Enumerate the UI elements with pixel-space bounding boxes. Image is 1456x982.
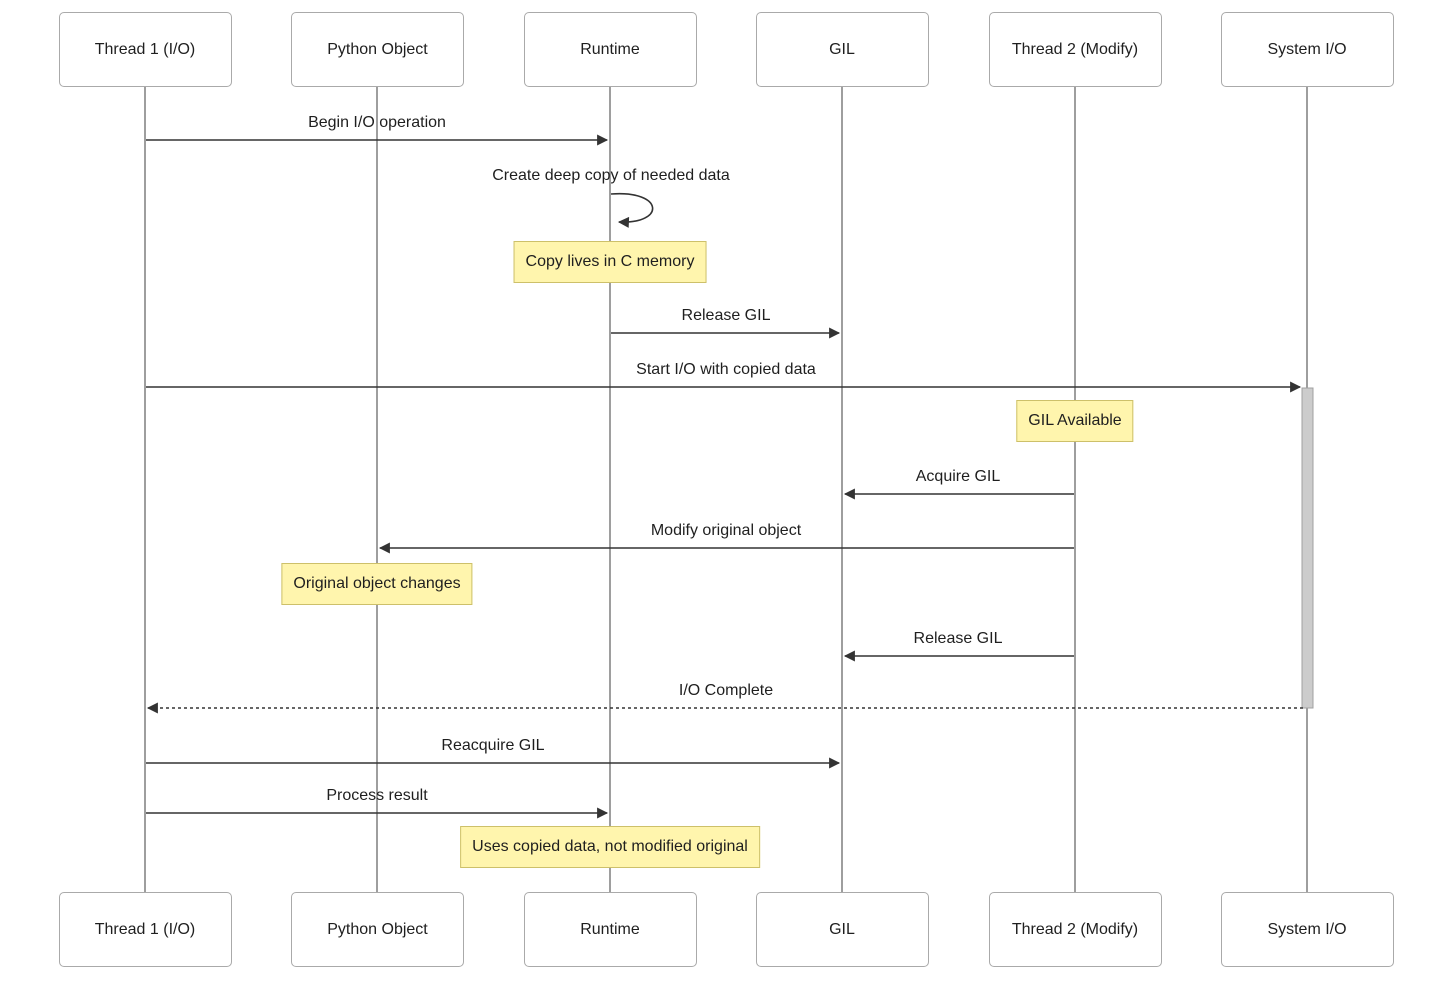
message-label-acquire-gil: Acquire GIL: [915, 468, 1001, 485]
actor-top-runtime: Runtime: [523, 12, 697, 87]
message-label-io-complete: I/O Complete: [678, 682, 774, 699]
actor-bottom-thread2: Thread 2 (Modify): [988, 892, 1162, 967]
actor-top-python-object: Python Object: [291, 12, 464, 87]
note-original-object-changes: Original object changes: [281, 563, 473, 605]
message-label-reacquire-gil: Reacquire GIL: [441, 737, 545, 754]
message-label-process-result: Process result: [326, 787, 428, 804]
actor-bottom-system-io: System I/O: [1220, 892, 1394, 967]
note-gil-available: GIL Available: [1016, 400, 1134, 442]
actor-top-gil: GIL: [755, 12, 929, 87]
actor-bottom-thread1: Thread 1 (I/O): [58, 892, 232, 967]
actor-bottom-python-object: Python Object: [291, 892, 464, 967]
arrow-self-create-deep-copy: [610, 192, 654, 228]
actor-top-thread2: Thread 2 (Modify): [988, 12, 1162, 87]
activation-bar-system-io: [1301, 387, 1314, 709]
message-label-release-gil-2: Release GIL: [913, 630, 1003, 647]
actor-top-thread1: Thread 1 (I/O): [58, 12, 232, 87]
actor-top-system-io: System I/O: [1220, 12, 1394, 87]
message-label-begin-io-operation: Begin I/O operation: [308, 114, 446, 131]
actor-bottom-gil: GIL: [755, 892, 929, 967]
message-label-create-deep-copy: Create deep copy of needed data: [492, 167, 730, 184]
message-label-release-gil-1: Release GIL: [681, 307, 771, 324]
note-uses-copied-data: Uses copied data, not modified original: [460, 826, 760, 868]
note-copy-lives-in-c-memory: Copy lives in C memory: [513, 241, 707, 283]
actor-bottom-runtime: Runtime: [523, 892, 697, 967]
message-label-modify-original: Modify original object: [650, 522, 802, 539]
message-label-start-io-copied-data: Start I/O with copied data: [636, 361, 816, 378]
